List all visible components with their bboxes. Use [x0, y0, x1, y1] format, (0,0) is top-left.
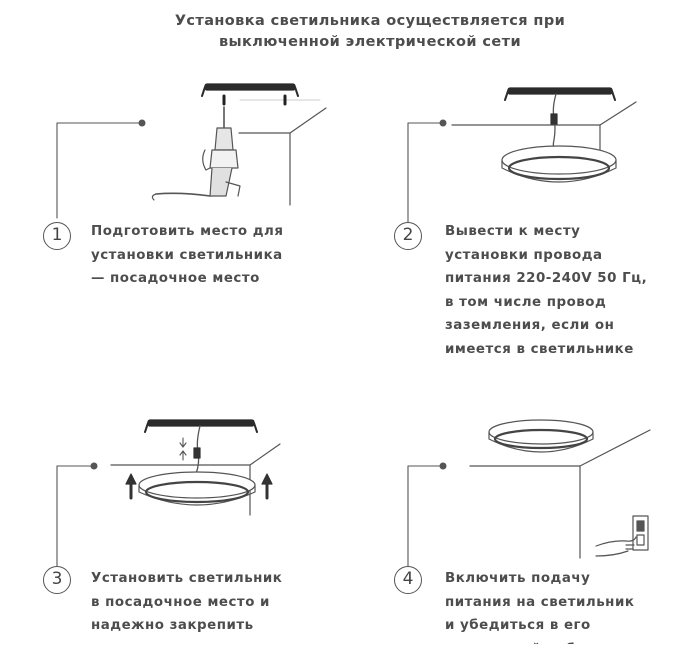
step-2-number: 2 [394, 222, 422, 250]
step-3-line: надежно закрепить [91, 618, 254, 634]
ceiling-lamp-icon [501, 145, 617, 183]
up-arrow-icon [125, 473, 137, 500]
hand-icon [595, 536, 637, 557]
mounting-bracket-icon [204, 83, 296, 91]
step-3-line: в посадочное место и [91, 594, 270, 610]
step-2-line: питания 220-240V 50 Гц, [445, 271, 648, 287]
heading-line-2: выключенной электрической сети [218, 34, 522, 50]
step-3-line: Установить светильник [91, 571, 283, 586]
step-3-number: 3 [43, 566, 71, 594]
mounting-bracket-icon [507, 87, 613, 95]
step-2-line: в том числе провод [445, 294, 607, 310]
step-1-illustration [56, 83, 327, 219]
step-4-line: Включить подачу [445, 571, 591, 586]
step-1-description: Подготовить место для установки светильн… [91, 220, 283, 291]
step-1-number: 1 [43, 222, 71, 250]
step-1-line: — посадочное место [91, 271, 260, 287]
ceiling-lamp-icon [488, 419, 594, 453]
heading-line-1: Установка светильника осуществляется при [174, 13, 566, 29]
step-4-line: питания на светильник [445, 594, 635, 610]
up-arrow-icon [261, 473, 273, 500]
step-2-description: Вывести к месту установки провода питани… [445, 220, 647, 362]
page-heading: Установка светильника осуществляется при… [0, 11, 700, 53]
step-2-illustration [407, 87, 637, 223]
step-2-line: Вывести к месту [445, 224, 581, 239]
step-4-line: и убедиться в его [445, 618, 591, 634]
step-3-description: Установить светильник в посадочное место… [91, 567, 282, 638]
step-1-line: Подготовить место для [91, 224, 284, 239]
step-4-illustration [407, 419, 651, 567]
wire-connector-icon [550, 113, 558, 125]
step-1-line: установки светильника [91, 247, 283, 263]
wall-switch-icon [632, 515, 649, 551]
ceiling-lamp-icon [138, 471, 256, 506]
image-crop-edge [444, 644, 700, 672]
step-4-number: 4 [394, 566, 422, 594]
step-2-line: имеется в светильнике [445, 341, 634, 357]
drill-icon [151, 106, 241, 201]
mounting-bracket-icon [147, 419, 255, 427]
step-2-line: установки провода [445, 247, 603, 263]
step-3-illustration [56, 419, 281, 567]
step-2-line: заземления, если он [445, 318, 615, 334]
